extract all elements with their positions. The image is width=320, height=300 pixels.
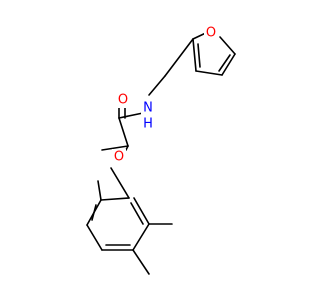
bond xyxy=(132,249,150,275)
bond xyxy=(130,202,144,225)
bond xyxy=(91,204,97,221)
atom-background xyxy=(141,100,155,116)
atom-background xyxy=(141,116,155,132)
bond xyxy=(221,53,236,76)
atom-amide-hydrogen: H xyxy=(143,117,153,132)
bond xyxy=(101,145,129,151)
bond xyxy=(218,54,231,72)
benzene-ring xyxy=(86,167,150,251)
atom-background xyxy=(204,25,218,41)
bond xyxy=(197,43,201,68)
bond xyxy=(110,167,130,199)
bond xyxy=(219,36,236,55)
bond xyxy=(118,117,129,147)
bond xyxy=(195,70,223,76)
amide-chain xyxy=(101,38,194,151)
bond xyxy=(164,38,194,77)
furan-ring xyxy=(192,30,236,76)
atom-background xyxy=(116,92,130,108)
bond xyxy=(133,197,150,225)
bond xyxy=(132,223,150,251)
bond xyxy=(148,75,166,96)
bond xyxy=(118,112,144,119)
atom-carbonyl-oxygen: O xyxy=(118,93,128,108)
bond xyxy=(192,38,197,72)
bond xyxy=(86,224,103,251)
methyl-groups xyxy=(97,180,173,275)
atom-ether-oxygen: O xyxy=(114,150,124,165)
atom-furan-oxygen: O xyxy=(206,26,216,41)
atom-amide-nitrogen: N xyxy=(143,101,153,116)
molecule-structure: O O N H O xyxy=(86,25,236,275)
molecule-drawing: O O N H O xyxy=(86,25,236,275)
bond xyxy=(100,197,130,201)
bond xyxy=(97,180,102,201)
atom-background xyxy=(112,149,126,165)
